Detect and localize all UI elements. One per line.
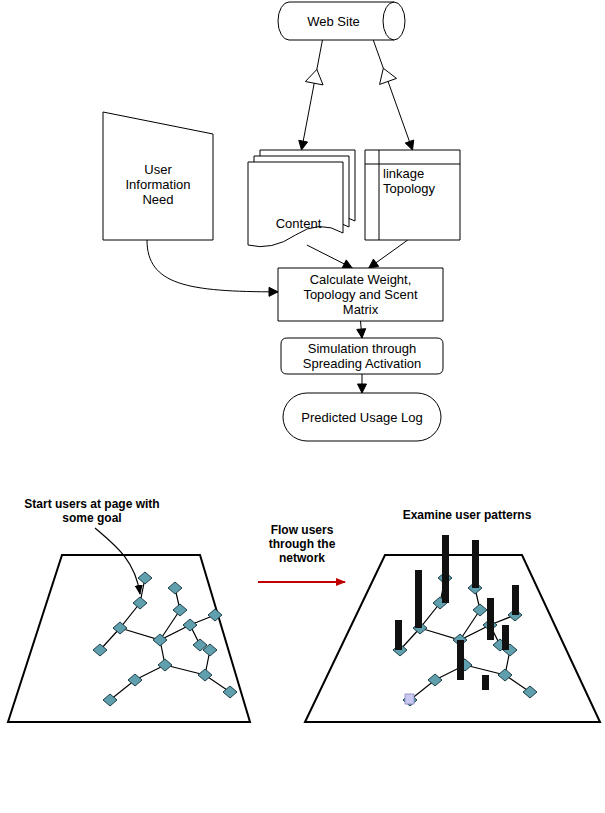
- manual-input: User Information Need: [103, 112, 213, 240]
- process-box: Calculate Weight, Topology and Scent Mat…: [278, 268, 443, 321]
- flow-arrow: [307, 245, 352, 268]
- node-text: Calculate Weight, Topology and Scent Mat…: [286, 272, 435, 317]
- process-box: Simulation through Spreading Activation: [281, 338, 443, 374]
- node-text: Web Site: [307, 14, 360, 29]
- node-text: linkage Topology: [383, 166, 454, 196]
- illustration-label: Examine user patterns: [385, 508, 549, 522]
- node-text: Predicted Usage Log: [301, 410, 422, 425]
- terminal-box: Predicted Usage Log: [283, 393, 441, 441]
- illustration-label: Start users at page with some goal: [20, 497, 164, 525]
- node-text: Content: [276, 216, 322, 231]
- web-site-store: Web Site: [278, 2, 405, 40]
- node-text: Simulation through Spreading Activation: [289, 341, 435, 371]
- flow-arrow: [357, 321, 366, 338]
- data-table: linkage Topology: [365, 150, 460, 240]
- flow-arrow: [147, 240, 278, 296]
- flow-arrow: [358, 374, 367, 393]
- node-text: User Information Need: [111, 162, 205, 207]
- document-stack: Content: [248, 150, 355, 245]
- flow-arrow: [299, 40, 323, 150]
- illustration-label: Flow users through the network: [245, 523, 359, 565]
- flow-arrow: [373, 40, 413, 150]
- flow-arrow: [369, 240, 408, 268]
